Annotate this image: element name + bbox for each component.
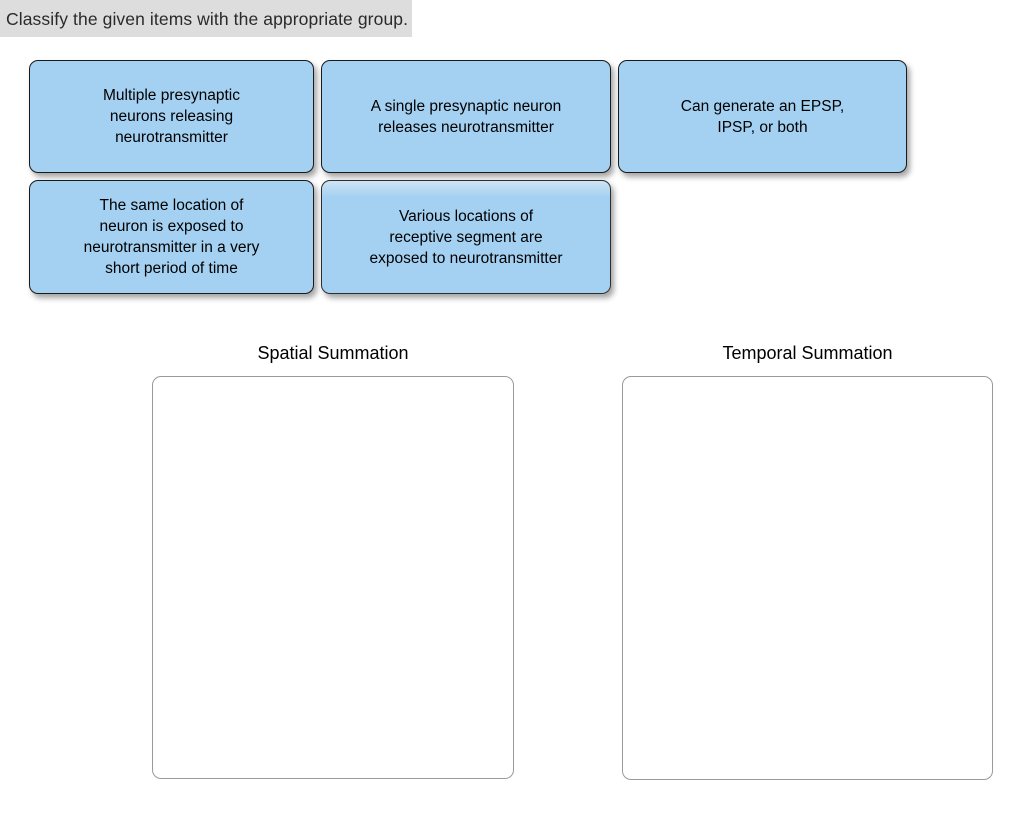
tile-label: A single presynaptic neuron releases neu… [370, 97, 562, 136]
tile-label: The same location of neuron is exposed t… [83, 197, 260, 277]
draggable-tile-single-presynaptic-neuron[interactable]: A single presynaptic neuron releases neu… [321, 60, 611, 173]
tile-label: Multiple presynaptic neurons releasing n… [103, 87, 240, 146]
draggable-tile-multiple-presynaptic-neurons[interactable]: Multiple presynaptic neurons releasing n… [29, 60, 314, 173]
drop-group-title: Temporal Summation [722, 343, 893, 363]
drop-zone-temporal-summation[interactable] [622, 376, 993, 780]
draggable-tile-various-locations-receptive-segment[interactable]: Various locations of receptive segment a… [321, 180, 611, 294]
tile-label: Various locations of receptive segment a… [369, 207, 563, 267]
tile-label: Can generate an EPSP, IPSP, or both [680, 97, 845, 136]
drop-group-spatial-summation: Spatial Summation [152, 342, 514, 779]
draggable-tile-epsp-ipsp-or-both[interactable]: Can generate an EPSP, IPSP, or both [618, 60, 907, 173]
draggable-tile-same-location-short-period[interactable]: The same location of neuron is exposed t… [29, 180, 314, 294]
drop-group-title: Spatial Summation [257, 343, 409, 363]
instruction-banner: Classify the given items with the approp… [0, 0, 413, 37]
drop-zone-spatial-summation[interactable] [152, 376, 514, 779]
drop-group-temporal-summation: Temporal Summation [622, 342, 993, 780]
instruction-text: Classify the given items with the approp… [6, 8, 409, 29]
